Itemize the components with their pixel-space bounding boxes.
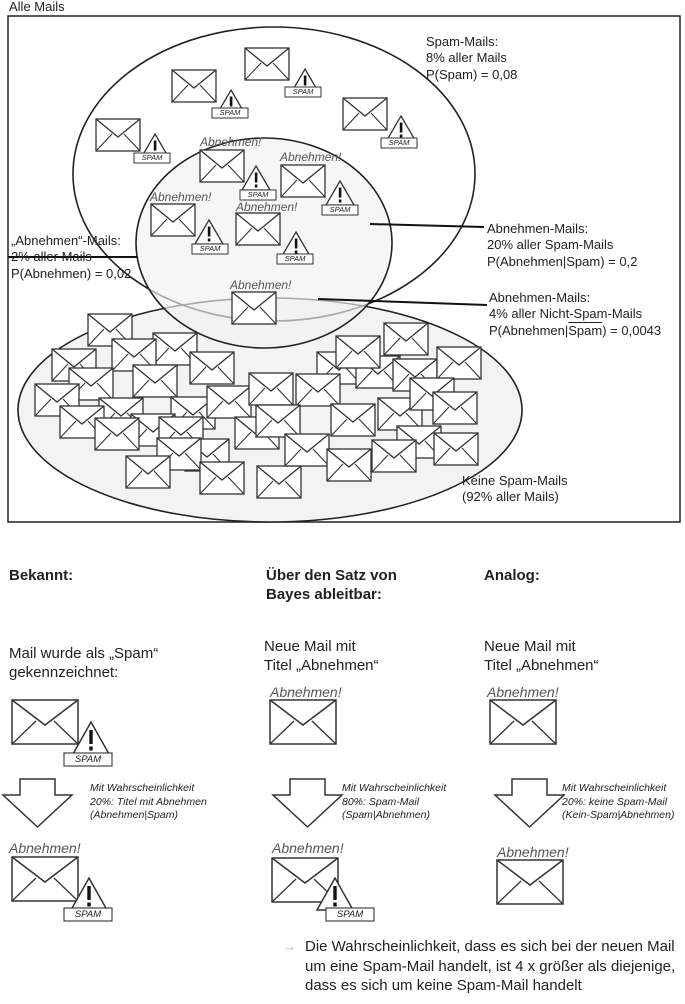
abnehmen-label: „Abnehmen“-Mails: 2% aller Mails P(Abneh… bbox=[11, 233, 131, 282]
col1-cap3: (Abnehmen|Spam) bbox=[90, 809, 178, 822]
abn-nonspam-prob: P(Abnehmen|Spam) = 0,0043 bbox=[489, 323, 661, 339]
col2-line1: Neue Mail mit bbox=[264, 638, 356, 655]
conclusion-text: Die Wahrscheinlichkeit, dass es sich bei… bbox=[305, 937, 675, 996]
spam-tag: SPAM bbox=[74, 909, 102, 920]
abnehmen-label-prob: P(Abnehmen) = 0,02 bbox=[11, 265, 132, 281]
col3-line1: Neue Mail mit bbox=[484, 638, 576, 655]
spam-tag: SPAM bbox=[329, 205, 351, 214]
abn-spam-title: Abnehmen-Mails: bbox=[487, 221, 589, 236]
abnehmen-tag: Abnehmen! bbox=[9, 840, 81, 856]
spam-tag: SPAM bbox=[247, 190, 269, 199]
col2-cap2: 80%: Spam-Mail bbox=[342, 795, 420, 808]
spam-tag: SPAM bbox=[292, 87, 314, 96]
conclusion-line1: Die Wahrscheinlichkeit, dass es sich bei… bbox=[305, 938, 675, 955]
col2-header: Über den Satz von Bayes ableitbar: bbox=[266, 567, 397, 605]
spam-tag: SPAM bbox=[219, 108, 241, 117]
col1-caption: Mit Wahrscheinlichkeit 20%: Titel mit Ab… bbox=[90, 782, 207, 823]
abnehmen-label-share: 2% aller Mails bbox=[11, 249, 92, 265]
spam-label-share: 8% aller Mails bbox=[426, 50, 507, 66]
abn-nonspam-title: Abnehmen-Mails: bbox=[489, 290, 591, 305]
spam-tag: SPAM bbox=[388, 138, 410, 147]
col3-cap2: 20%: keine Spam-Mail bbox=[562, 795, 668, 808]
abn-spam-share: 20% aller Spam-Mails bbox=[487, 237, 614, 253]
col1-header: Bekannt: bbox=[9, 567, 74, 584]
col1-cap2: 20%: Titel mit Abnehmen bbox=[90, 795, 207, 808]
spam-tag: SPAM bbox=[74, 754, 102, 765]
col2-header2: Bayes ableitbar: bbox=[266, 585, 382, 603]
frame-title: Alle Mails bbox=[9, 0, 65, 14]
col2-text: Neue Mail mit Titel „Abnehmen“ bbox=[264, 638, 379, 676]
col3-cap1: Mit Wahrscheinlichkeit bbox=[562, 782, 667, 794]
abnehmen-tag: Abnehmen! bbox=[497, 844, 569, 860]
spam-label: Spam-Mails: 8% aller Mails P(Spam) = 0,0… bbox=[426, 34, 517, 83]
col2-line2: Titel „Abnehmen“ bbox=[264, 656, 379, 674]
abn-nonspam-prob-suffix: ) = 0,0043 bbox=[602, 322, 662, 338]
col1-line2: gekennzeichnet: bbox=[9, 663, 119, 681]
col3-text: Neue Mail mit Titel „Abnehmen“ bbox=[484, 638, 599, 676]
col1-text: Mail wurde als „Spam“ gekennzeichnet: bbox=[9, 645, 158, 683]
down-arrow-2 bbox=[271, 778, 344, 829]
spam-label-title: Spam-Mails: bbox=[426, 34, 499, 49]
spam-tag: SPAM bbox=[141, 153, 163, 162]
conclusion-line3: dass es sich um keine Spam-Mail handelt bbox=[305, 977, 582, 994]
spam-tag: SPAM bbox=[336, 909, 364, 920]
abnehmen-tag: Abnehmen! bbox=[200, 135, 262, 149]
down-arrow-1 bbox=[1, 778, 74, 829]
abnehmen-label-title: „Abnehmen“-Mails: bbox=[11, 233, 121, 248]
col3-cap3: (Kein-Spam|Abnehmen) bbox=[562, 809, 675, 822]
down-arrow-3 bbox=[493, 778, 566, 829]
col1-line1: Mail wurde als „Spam“ bbox=[9, 645, 159, 662]
col3-header: Analog: bbox=[484, 567, 540, 584]
nonspam-label-share: (92% aller Mails) bbox=[462, 489, 559, 505]
abnehmen-tag: Abnehmen! bbox=[272, 840, 344, 856]
col2-cap1: Mit Wahrscheinlichkeit bbox=[342, 782, 447, 794]
col2-caption: Mit Wahrscheinlichkeit 80%: Spam-Mail (S… bbox=[342, 782, 446, 823]
col2-header1: Über den Satz von bbox=[266, 567, 397, 584]
abn-nonspam-share: 4% aller Nicht-Spam-Mails bbox=[489, 306, 643, 322]
abnehmen-tag: Abnehmen! bbox=[236, 200, 298, 214]
col3-line2: Titel „Abnehmen“ bbox=[484, 656, 599, 674]
abn-nonspam-prob-over: Spam bbox=[568, 322, 603, 338]
col1-cap1: Mit Wahrscheinlichkeit bbox=[90, 782, 195, 794]
spam-tag: SPAM bbox=[199, 244, 221, 253]
abn-spam-label: Abnehmen-Mails: 20% aller Spam-Mails P(A… bbox=[487, 221, 637, 270]
conclusion-arrow-icon: → bbox=[282, 938, 296, 954]
abn-spam-prob: P(Abnehmen|Spam) = 0,2 bbox=[487, 253, 638, 269]
spam-label-prob: P(Spam) = 0,08 bbox=[426, 66, 518, 82]
conclusion-line2: um eine Spam-Mail handelt, ist 4 x größe… bbox=[305, 957, 676, 975]
nonspam-label-title: Keine Spam-Mails bbox=[462, 473, 568, 488]
abnehmen-tag: Abnehmen! bbox=[230, 278, 292, 292]
abn-nonspam-prob-prefix: P(Abnehmen| bbox=[489, 322, 569, 338]
abnehmen-tag: Abnehmen! bbox=[280, 150, 342, 164]
all-mails-frame bbox=[7, 15, 681, 523]
spam-tag: SPAM bbox=[284, 254, 306, 263]
abnehmen-tag: Abnehmen! bbox=[487, 684, 559, 700]
abnehmen-tag: Abnehmen! bbox=[270, 684, 342, 700]
nonspam-label: Keine Spam-Mails (92% aller Mails) bbox=[462, 473, 568, 506]
col3-caption: Mit Wahrscheinlichkeit 20%: keine Spam-M… bbox=[562, 782, 674, 823]
abn-nonspam-label: Abnehmen-Mails: 4% aller Nicht-Spam-Mail… bbox=[489, 290, 661, 339]
col2-cap3: (Spam|Abnehmen) bbox=[342, 809, 430, 822]
abnehmen-tag: Abnehmen! bbox=[150, 190, 212, 204]
